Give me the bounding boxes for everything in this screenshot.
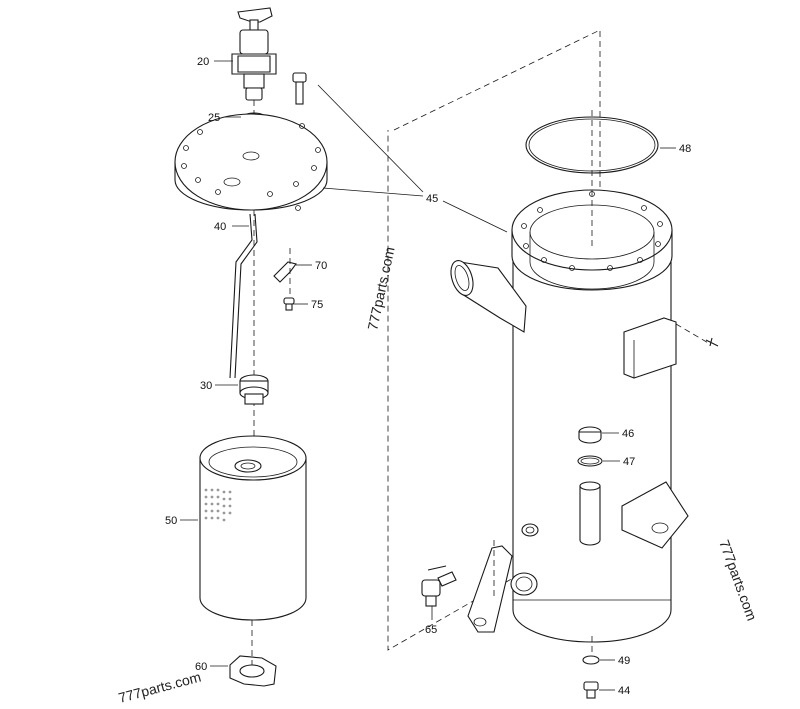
callout-48: 48	[679, 143, 691, 155]
lower-bracket[interactable]	[621, 481, 689, 549]
assembly-boundary	[387, 29, 601, 651]
part-70-clip[interactable]	[273, 261, 297, 283]
part-40-tube[interactable]	[229, 213, 253, 379]
callout-20: 20	[197, 56, 209, 68]
cover-plate-bolt-holes	[181, 123, 321, 211]
callout-65: 65	[425, 624, 437, 636]
part-44-drain-plug[interactable]	[583, 681, 599, 699]
part-30-fitting[interactable]	[239, 374, 269, 405]
housing-flange-bolt-holes	[521, 191, 663, 271]
watermark-bottom-left: 777parts.com	[117, 668, 203, 705]
part-20-valve[interactable]	[231, 7, 277, 101]
upper-bracket[interactable]	[623, 317, 677, 379]
callout-50: 50	[165, 515, 177, 527]
inner-standpipe[interactable]	[579, 481, 601, 546]
callout-60: 60	[195, 661, 207, 673]
callout-49: 49	[618, 655, 630, 667]
part-75-screw[interactable]	[283, 297, 295, 311]
housing-body[interactable]	[511, 189, 673, 643]
callout-70: 70	[315, 260, 327, 272]
part-49-o-ring[interactable]	[582, 655, 600, 665]
part-60-clamp-plate[interactable]	[229, 655, 277, 687]
filter-perforation-pattern	[204, 488, 232, 522]
callout-labels: 20 25 45 40 70 75 30 50 60 48 46 47 65 4…	[165, 56, 691, 697]
part-47-o-ring[interactable]	[577, 455, 603, 467]
inlet-pipe[interactable]	[447, 258, 527, 333]
part-46-plug[interactable]	[578, 426, 602, 444]
watermark-right: 777parts.com	[716, 538, 760, 623]
small-pin[interactable]	[705, 337, 719, 347]
callout-25: 25	[208, 112, 220, 124]
callout-47: 47	[623, 456, 635, 468]
part-50-filter-cartridge[interactable]	[199, 435, 307, 621]
bolt[interactable]	[292, 72, 307, 105]
callout-40: 40	[214, 221, 226, 233]
callout-30: 30	[200, 380, 212, 392]
watermark-center: 777parts.com	[364, 245, 397, 331]
side-port[interactable]	[521, 523, 539, 537]
leader-lines	[180, 60, 676, 691]
callout-45: 45	[426, 193, 438, 205]
outlet-port[interactable]	[510, 572, 538, 596]
part-65-drain-valve[interactable]	[421, 565, 457, 607]
mounting-foot[interactable]	[467, 545, 513, 633]
callout-46: 46	[622, 428, 634, 440]
callout-44: 44	[618, 685, 630, 697]
part-45-cover-plate[interactable]	[174, 113, 328, 211]
callout-75: 75	[311, 299, 323, 311]
